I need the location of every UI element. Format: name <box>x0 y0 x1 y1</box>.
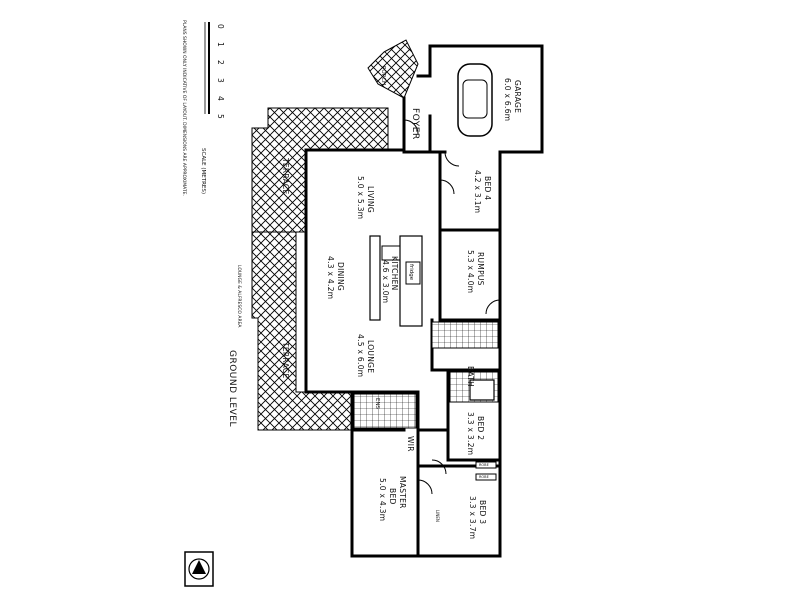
robe-label-1: ROBE <box>479 463 489 467</box>
kitchen-label: KITCHEN <box>390 256 399 291</box>
scale-tick-3: 3 <box>216 78 225 83</box>
ens-label: ENS <box>374 398 380 410</box>
bed3-label: BED 3 <box>478 500 487 524</box>
linen-label: LINEN <box>435 510 440 522</box>
scale-bar: 0 1 2 3 4 5 SCALE (METRES) PLANS SHOWN O… <box>181 20 225 196</box>
dining-label: DINING <box>336 262 345 291</box>
bed4-size: 4.2 x 3.1m <box>473 170 482 213</box>
lounge-label: LOUNGE <box>366 340 375 373</box>
room-labels: GARAGE 6.0 x 6.6m FOYER BED 4 4.2 x 3.1m… <box>326 78 522 539</box>
terrace-note: LOUNGE & ALFRESCO AREA <box>236 265 242 328</box>
terrace-bottom-label: TERRACE <box>281 341 290 379</box>
disclaimer-text: PLANS SHOWN ONLY INDICATIVE OF LAYOUT. D… <box>181 20 187 196</box>
rumpus-size: 5.3 x 4.0m <box>466 250 475 293</box>
terrace-top-label: TERRACE <box>281 157 290 195</box>
scale-tick-5: 5 <box>216 114 225 119</box>
porch-label: PORCH <box>380 66 386 85</box>
rumpus-label: RUMPUS <box>476 252 485 286</box>
living-size: 5.0 x 5.3m <box>356 176 365 219</box>
level-title: GROUND LEVEL <box>227 350 237 427</box>
living-label: LIVING <box>366 186 375 213</box>
dining-size: 4.3 x 4.2m <box>326 256 335 299</box>
garage-size: 6.0 x 6.6m <box>503 78 512 121</box>
bed3-size: 3.3 x 3.7m <box>468 496 477 539</box>
bed2-size: 3.3 x 3.2m <box>466 412 475 455</box>
scale-label: SCALE (METRES) <box>200 148 206 194</box>
bed2-label: BED 2 <box>476 416 485 440</box>
scale-tick-1: 1 <box>216 42 225 47</box>
bathtub-icon <box>469 379 495 401</box>
house-walls <box>304 44 544 558</box>
kitchen-size: 4.6 x 3.0m <box>381 260 390 303</box>
master-label-2: BED <box>388 488 397 505</box>
terrace-top-area <box>251 107 389 233</box>
fridge-label: fridge <box>408 264 414 281</box>
garage-label: GARAGE <box>513 80 522 113</box>
scale-tick-4: 4 <box>216 96 225 101</box>
bath-label: BATH <box>466 366 475 387</box>
robe-label-2: ROBE <box>479 475 489 479</box>
porch-area <box>367 39 419 99</box>
robe-1 <box>475 461 497 469</box>
kitchen-benches <box>369 235 423 327</box>
robe-2 <box>475 473 497 481</box>
master-size: 5.0 x 4.3m <box>378 478 387 521</box>
compass-logo-icon <box>184 551 214 587</box>
master-label: MASTER <box>398 476 407 509</box>
bed4-label: BED 4 <box>483 176 492 200</box>
wir-label: WIR <box>406 436 415 452</box>
lounge-size: 4.5 x 6.0m <box>356 334 365 377</box>
car-icon <box>457 63 493 137</box>
scale-tick-2: 2 <box>216 60 225 65</box>
scale-tick-0: 0 <box>216 24 225 29</box>
laundry-tiles <box>431 321 499 349</box>
door-swings <box>403 119 501 495</box>
ensuite-tiles <box>353 393 417 429</box>
foyer-label: FOYER <box>410 108 420 140</box>
